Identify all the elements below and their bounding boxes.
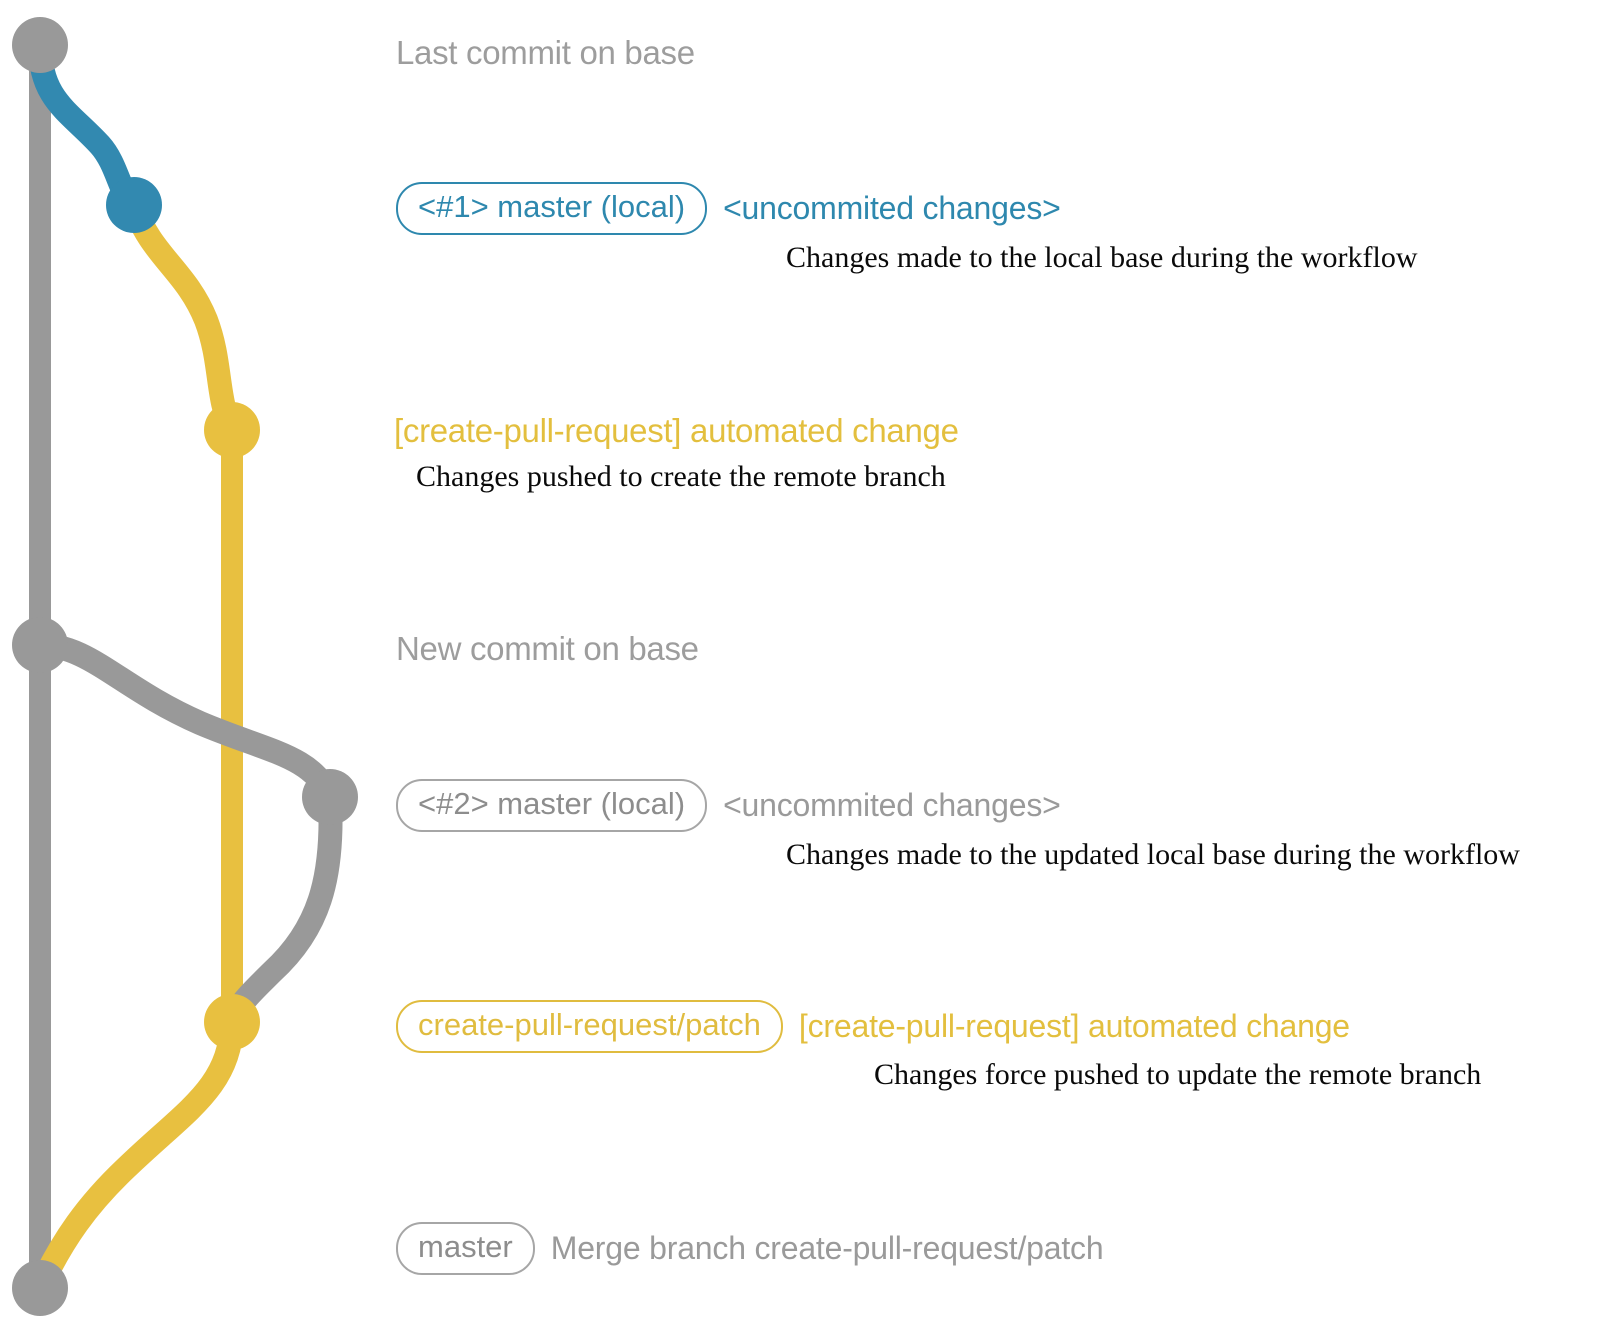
commit-node-master-local-1[interactable] [106, 177, 162, 233]
label-automated-change-1: [create-pull-request] automated change [394, 412, 959, 449]
message-merge-commit: Merge branch create-pull-request/patch [550, 1229, 1104, 1266]
badge-master-local-2[interactable]: <#2> master (local) [396, 779, 708, 832]
badge-create-pull-request-patch[interactable]: create-pull-request/patch [396, 1000, 783, 1053]
merge-yellow-line [28, 1010, 244, 1300]
local-branch-gray-line [28, 633, 342, 809]
row-merge-commit: master Merge branch create-pull-request/… [396, 1222, 1104, 1275]
row-master-local-1: <#1> master (local) <uncommited changes> [396, 182, 1061, 235]
subtext-master-local-1: Changes made to the local base during th… [786, 241, 1418, 274]
badge-master-local-1[interactable]: <#1> master (local) [396, 182, 708, 235]
label-new-commit-on-base: New commit on base [396, 630, 699, 667]
row-automated-change-2: create-pull-request/patch [create-pull-r… [396, 1000, 1350, 1053]
message-automated-change-2: [create-pull-request] automated change [798, 1007, 1350, 1044]
local2-to-patch-gray-line [220, 785, 343, 1034]
label-last-commit-on-base: Last commit on base [396, 34, 695, 71]
row-master-local-2: <#2> master (local) <uncommited changes> [396, 779, 1061, 832]
commit-node-master-local-2[interactable] [302, 769, 358, 825]
commit-node-new-commit-on-base[interactable] [12, 617, 68, 673]
commit-node-merge-commit[interactable] [12, 1260, 68, 1316]
subtext-master-local-2: Changes made to the updated local base d… [786, 838, 1520, 871]
commit-node-last-commit-on-base[interactable] [12, 17, 68, 73]
badge-master[interactable]: master [396, 1222, 535, 1275]
message-master-local-1: <uncommited changes> [723, 189, 1061, 226]
commit-node-automated-change-2[interactable] [204, 994, 260, 1050]
message-master-local-2: <uncommited changes> [723, 786, 1061, 823]
subtext-automated-change-2: Changes force pushed to update the remot… [874, 1058, 1482, 1091]
patch-branch-yellow-line-1 [122, 193, 244, 442]
commit-node-automated-change-1[interactable] [204, 402, 260, 458]
subtext-automated-change-1: Changes pushed to create the remote bran… [416, 460, 946, 493]
